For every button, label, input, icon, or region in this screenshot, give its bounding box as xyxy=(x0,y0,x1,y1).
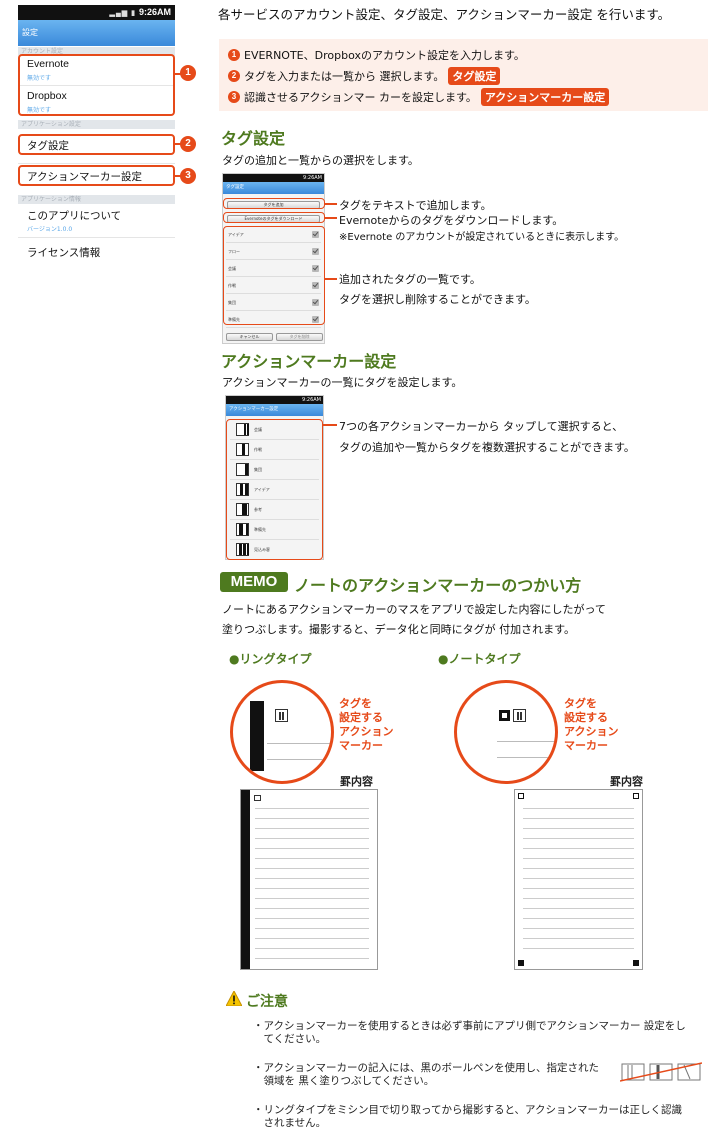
status-bar: ▂▄▆ ▮9:26AM xyxy=(18,5,175,20)
callout-3: 3 xyxy=(180,168,196,184)
note-type-label: ●ノートタイプ xyxy=(438,652,521,666)
tag-setting-screenshot: 9:26AM タグ設定 タグを追加 Evernoteのタグをダウンロード アイデ… xyxy=(222,173,325,344)
caution-title: ご注意 xyxy=(246,994,288,1010)
am-section-desc: アクションマーカーの一覧にタグを設定します。 xyxy=(222,376,463,389)
am-note-2: タグの追加や一覧からタグを複数選択することができます。 xyxy=(339,441,635,454)
ring-zoom-circle xyxy=(230,680,334,784)
callout-2: 2 xyxy=(180,136,196,152)
memo-desc-2: 塗りつぶします。撮影すると、データ化と同時にタグが 付加されます。 xyxy=(222,623,575,636)
dropbox-status: 無効です xyxy=(27,107,52,114)
am-note-1: 7つの各アクションマーカーから タップして選択すると、 xyxy=(339,420,624,433)
ring-callout: タグを設定するアクションマーカー xyxy=(339,697,394,752)
about-item[interactable]: このアプリについて xyxy=(27,210,122,222)
signal-icon: ▂▄▆ ▮ xyxy=(109,10,136,17)
status-time: 9:26AM xyxy=(138,7,171,17)
tag-section-desc: タグの追加と一覧からの選択をします。 xyxy=(222,154,419,167)
dropbox-item[interactable]: Dropbox xyxy=(27,90,67,102)
section-account: アカウント設定 xyxy=(18,47,175,56)
action-marker-highlight xyxy=(18,165,175,186)
note-download-tag: Evernoteからのタグをダウンロードします。 xyxy=(339,214,564,227)
note-tag-list-2: タグを選択し削除することができます。 xyxy=(339,293,536,306)
caution-item-3: ・リングタイプをミシン目で切り取ってから撮影すると、アクションマーカーは正しく認… xyxy=(253,1104,683,1129)
note-note-page xyxy=(514,789,643,970)
ring-note-page xyxy=(240,789,378,970)
license-item[interactable]: ライセンス情報 xyxy=(27,247,101,259)
section-info: アプリケーション情報 xyxy=(18,195,175,204)
intro-text: 各サービスのアカウント設定、タグ設定、アクションマーカー設定 を行います。 xyxy=(218,7,671,22)
caution-item-2: ・アクションマーカーの記入には、黒のボールペンを使用し、指定された 領域を 黒く… xyxy=(253,1062,599,1087)
note-add-tag: タグをテキストで追加します。 xyxy=(339,199,492,212)
tag-setting-highlight xyxy=(18,134,175,155)
note-callout: タグを設定するアクションマーカー xyxy=(564,697,619,752)
evernote-item[interactable]: Evernote xyxy=(27,58,70,70)
note-download-sub: ※Evernote のアカウントが設定されているときに表示します。 xyxy=(339,232,625,243)
tag-setting-item[interactable]: タグ設定 xyxy=(27,140,69,152)
warning-icon xyxy=(225,989,243,1007)
version-text: バージョン1.0.0 xyxy=(27,226,73,233)
callout-1: 1 xyxy=(180,65,196,81)
memo-badge: MEMO xyxy=(220,572,288,592)
note-tag-list-1: 追加されたタグの一覧です。 xyxy=(339,273,481,286)
account-highlight xyxy=(18,54,175,116)
memo-heading: ノートのアクションマーカーのつかい方 xyxy=(294,576,582,595)
action-marker-pill: アクションマーカー設定 xyxy=(480,88,610,106)
caution-item-1: ・アクションマーカーを使用するときは必ず事前にアプリ側でアクションマーカー 設定… xyxy=(253,1020,686,1045)
settings-phone-screenshot: ▂▄▆ ▮9:26AM 設定 アカウント設定 Evernote 無効です Dro… xyxy=(18,5,175,275)
tag-setting-pill: タグ設定 xyxy=(448,67,501,85)
action-marker-setting-item[interactable]: アクションマーカー設定 xyxy=(27,171,142,183)
note-page-label: 罫内容 xyxy=(610,775,643,788)
tag-section-heading: タグ設定 xyxy=(221,129,286,148)
memo-desc-1: ノートにあるアクションマーカーのマスをアプリで設定した内容にしたがって xyxy=(222,603,606,616)
am-section-heading: アクションマーカー設定 xyxy=(221,352,397,371)
ring-type-label: ●リングタイプ xyxy=(229,652,312,666)
evernote-status: 無効です xyxy=(27,75,52,82)
section-app: アプリケーション設定 xyxy=(18,120,175,129)
ring-page-label: 罫内容 xyxy=(340,775,373,788)
invalid-marker-illustration xyxy=(619,1061,703,1083)
settings-title: 設定 xyxy=(18,20,175,46)
note-zoom-circle xyxy=(454,680,558,784)
action-marker-screenshot: 9:26AM アクションマーカー設定 会議 作戦 集団 アイデア 参考 準備先 … xyxy=(225,395,324,560)
